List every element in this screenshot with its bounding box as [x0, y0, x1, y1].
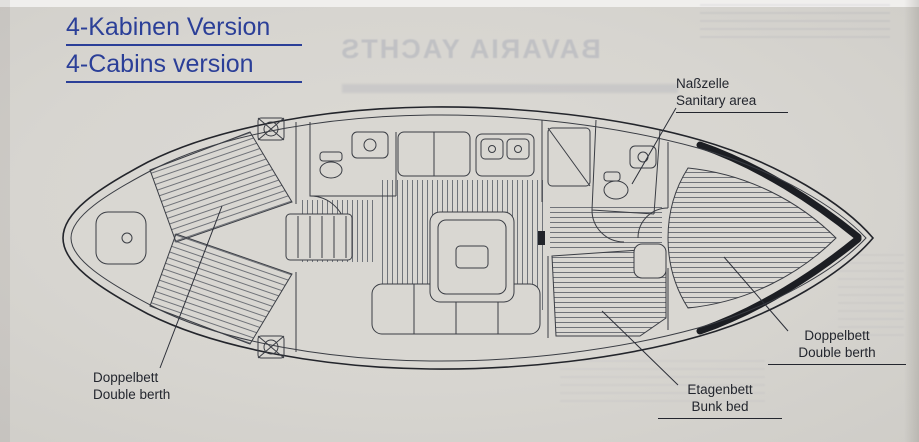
callout-double-berth-aft-en: Double berth: [93, 386, 171, 402]
sanitary-area: [591, 119, 661, 243]
aft-berth-port: [149, 131, 293, 243]
callout-bunk-bed-en: Bunk bed: [691, 398, 749, 414]
callout-sanitary-en: Sanitary area: [676, 92, 757, 108]
callout-double-berth-aft: Doppelbett Double berth: [93, 370, 170, 403]
callout-bunk-bed-de: Etagenbett: [687, 382, 753, 397]
forward-berth: [667, 167, 837, 309]
paper-top-strip: [0, 0, 919, 7]
callout-double-berth-fwd-de: Doppelbett: [804, 328, 870, 343]
sanitary-leader-line: [631, 107, 677, 185]
paper-left-shade: [0, 0, 10, 442]
bulkheads: [295, 120, 669, 352]
paper-right-shade: [904, 0, 919, 442]
callout-sanitary-de: Naßzelle: [676, 76, 730, 91]
forward-berth-leader-line: [723, 256, 789, 332]
galley-sink: [475, 133, 535, 177]
deck-hatch-icons: [257, 117, 285, 359]
page-title: 4-Kabinen Version 4-Cabins version: [66, 12, 302, 86]
wardrobe: [547, 127, 591, 187]
bleedthrough-smudge-top-right: [700, 4, 890, 38]
callout-bunk-bed: Etagenbett Bunk bed: [658, 382, 782, 419]
callout-sanitary: Naßzelle Sanitary area: [676, 76, 788, 113]
bleedthrough-smudge-right: [838, 248, 904, 336]
callout-double-berth-aft-de: Doppelbett: [93, 370, 159, 385]
companionway-steps: [285, 213, 353, 261]
callout-double-berth-fwd: Doppelbett Double berth: [768, 328, 906, 365]
callout-double-berth-fwd-en: Double berth: [798, 344, 876, 360]
stern-fittings: [95, 211, 147, 265]
bleedthrough-bar: [342, 84, 678, 93]
bunk-bed-leader-line: [601, 310, 679, 386]
salon-table: [429, 211, 515, 303]
aft-berth-leader-line: [159, 205, 223, 369]
title-english: 4-Cabins version: [66, 49, 302, 83]
salon-bench-top: [397, 131, 471, 177]
mast-marker: [538, 231, 545, 245]
title-german: 4-Kabinen Version: [66, 12, 302, 46]
bleedthrough-smudge-bottom: [560, 356, 765, 402]
aft-berth-starboard: [149, 233, 293, 345]
bunk-bed-area: [551, 243, 667, 337]
